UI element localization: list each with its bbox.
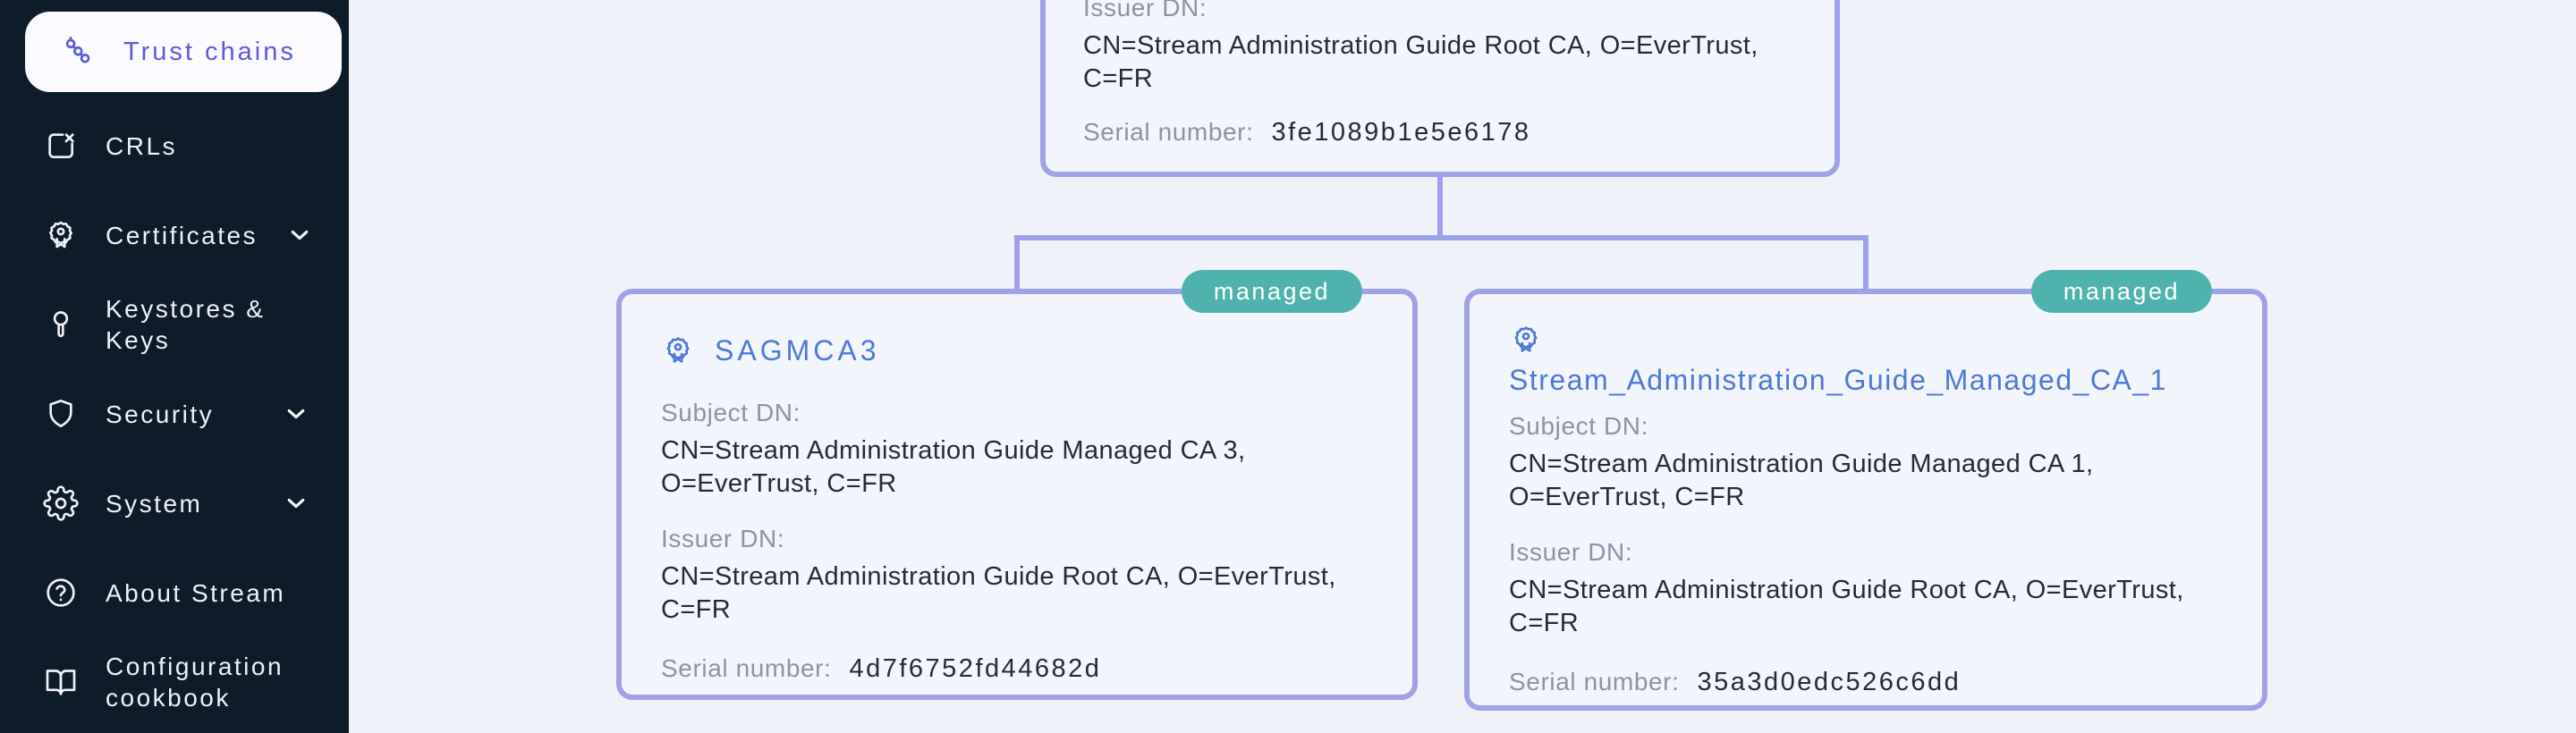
serial-number-value: 4d7f6752fd44682d bbox=[849, 654, 1102, 683]
sidebar-item-system[interactable]: System bbox=[0, 459, 349, 548]
certificate-icon bbox=[43, 217, 79, 253]
sidebar-item-label: System bbox=[106, 489, 203, 518]
connector-horizontal bbox=[1014, 235, 1868, 240]
certificate-icon bbox=[1509, 323, 1543, 357]
issuer-dn-label: Issuer DN: bbox=[1509, 538, 1633, 566]
chevron-down-icon bbox=[281, 399, 311, 429]
sidebar-item-label: Security bbox=[106, 400, 215, 428]
connector-right-drop bbox=[1863, 235, 1868, 294]
subject-dn-label: Subject DN: bbox=[1509, 412, 1648, 440]
subject-dn-value: CN=Stream Administration Guide Managed C… bbox=[661, 436, 1246, 498]
trust-chains-icon bbox=[61, 35, 95, 69]
certificate-icon bbox=[661, 333, 695, 367]
managed-badge: managed bbox=[2030, 270, 2212, 313]
issuer-dn-value: CN=Stream Administration Guide Root CA, … bbox=[661, 562, 1336, 624]
sidebar-nav: CRLs Certificates bbox=[0, 101, 349, 727]
chevron-down-icon bbox=[284, 220, 315, 250]
shield-icon bbox=[43, 396, 79, 432]
key-icon bbox=[43, 307, 79, 342]
serial-number-row: Serial number: 4d7f6752fd44682d bbox=[661, 653, 1373, 684]
issuer-dn-field: Issuer DN: CN=Stream Administration Guid… bbox=[1083, 0, 1797, 96]
sidebar-item-crls[interactable]: CRLs bbox=[0, 101, 349, 190]
book-open-icon bbox=[43, 664, 79, 700]
sidebar-item-configuration-cookbook[interactable]: Configuration cookbook bbox=[0, 637, 349, 727]
sidebar-item-trust-chains[interactable]: Trust chains bbox=[25, 12, 342, 92]
subject-dn-field: Subject DN: CN=Stream Administration Gui… bbox=[1509, 411, 2223, 514]
serial-number-row: Serial number: 35a3d0edc526c6dd bbox=[1509, 667, 2223, 697]
chevron-down-icon bbox=[281, 488, 311, 518]
root-ca-card[interactable]: Issuer DN: CN=Stream Administration Guid… bbox=[1040, 0, 1840, 177]
sidebar-item-label: About Stream bbox=[106, 578, 286, 607]
trust-chain-canvas: Issuer DN: CN=Stream Administration Guid… bbox=[349, 0, 2576, 733]
managed-ca-card-stream-administration-guide-managed-ca-1[interactable]: managed Stream_Administration_Guide_Mana… bbox=[1464, 270, 2267, 711]
managed-badge: managed bbox=[1181, 270, 1362, 313]
sidebar-item-label: Configuration cookbook bbox=[106, 653, 284, 712]
ca-title[interactable]: SAGMCA3 bbox=[715, 333, 880, 366]
subject-dn-field: Subject DN: CN=Stream Administration Gui… bbox=[661, 398, 1373, 501]
ca-title[interactable]: Stream_Administration_Guide_Managed_CA_1 bbox=[1509, 364, 2167, 396]
serial-number-label: Serial number: bbox=[661, 654, 832, 682]
serial-number-label: Serial number: bbox=[1083, 118, 1254, 146]
sidebar-item-certificates[interactable]: Certificates bbox=[0, 190, 349, 280]
question-circle-icon bbox=[43, 575, 79, 611]
sidebar: Trust chains CRLs bbox=[0, 0, 349, 733]
serial-number-row: Serial number: 3fe1089b1e5e6178 bbox=[1083, 117, 1797, 147]
crls-icon bbox=[43, 128, 79, 164]
sidebar-item-label: Keystores & Keys bbox=[106, 295, 266, 354]
issuer-dn-label: Issuer DN: bbox=[661, 525, 785, 552]
gear-icon bbox=[43, 485, 79, 521]
serial-number-value: 35a3d0edc526c6dd bbox=[1697, 668, 1962, 696]
issuer-dn-field: Issuer DN: CN=Stream Administration Guid… bbox=[661, 524, 1373, 627]
sidebar-item-about-stream[interactable]: About Stream bbox=[0, 548, 349, 637]
card-header: SAGMCA3 bbox=[661, 333, 1373, 367]
serial-number-value: 3fe1089b1e5e6178 bbox=[1271, 118, 1531, 147]
subject-dn-value: CN=Stream Administration Guide Managed C… bbox=[1509, 450, 2094, 511]
issuer-dn-value: CN=Stream Administration Guide Root CA, … bbox=[1083, 31, 1758, 93]
sidebar-item-keystores-keys[interactable]: Keystores & Keys bbox=[0, 280, 349, 369]
sidebar-item-label: CRLs bbox=[106, 131, 178, 160]
issuer-dn-field: Issuer DN: CN=Stream Administration Guid… bbox=[1509, 537, 2223, 640]
sidebar-item-label: Certificates bbox=[106, 221, 258, 249]
managed-ca-card-sagmca3[interactable]: managed SAGMCA3 Subject DN: CN=Stream Ad… bbox=[616, 270, 1418, 700]
connector-root-drop bbox=[1437, 175, 1443, 235]
connector-left-drop bbox=[1014, 235, 1020, 294]
issuer-dn-value: CN=Stream Administration Guide Root CA, … bbox=[1509, 576, 2184, 637]
serial-number-label: Serial number: bbox=[1509, 668, 1680, 695]
card-header: Stream_Administration_Guide_Managed_CA_1 bbox=[1509, 323, 2223, 397]
sidebar-item-security[interactable]: Security bbox=[0, 369, 349, 459]
subject-dn-label: Subject DN: bbox=[661, 399, 801, 426]
sidebar-item-label: Trust chains bbox=[123, 37, 296, 66]
issuer-dn-label: Issuer DN: bbox=[1083, 0, 1208, 21]
